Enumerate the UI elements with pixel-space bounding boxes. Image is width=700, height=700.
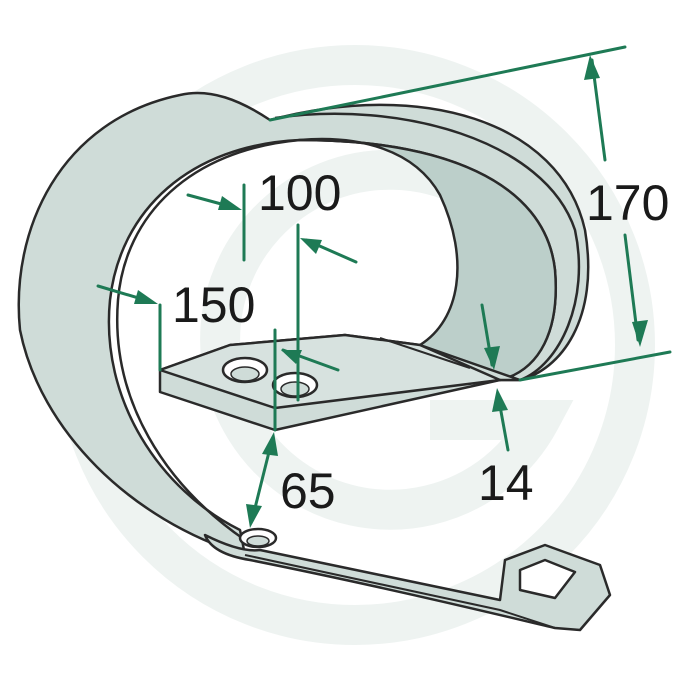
- dimension-100-label: 100: [258, 165, 341, 221]
- outer-band: [17, 91, 590, 557]
- dimension-170-label: 170: [586, 175, 669, 231]
- dimension-65-label: 65: [280, 463, 336, 519]
- tine-arm-edge: [244, 554, 556, 629]
- band-rim: [274, 112, 581, 382]
- mounting-hole-2: [271, 371, 319, 399]
- tine-arm: [203, 533, 612, 632]
- dimension-14-label: 14: [478, 455, 534, 511]
- tine-eye: [518, 558, 577, 600]
- plate-fold-line: [379, 337, 471, 369]
- mounting-hole-1: [221, 356, 269, 384]
- band-rim-left: [115, 138, 301, 542]
- dimension-arrowheads: [134, 55, 648, 528]
- dimension-150-label: 150: [172, 277, 255, 333]
- bend-hole: [238, 527, 278, 549]
- dimension-lines: [96, 45, 672, 522]
